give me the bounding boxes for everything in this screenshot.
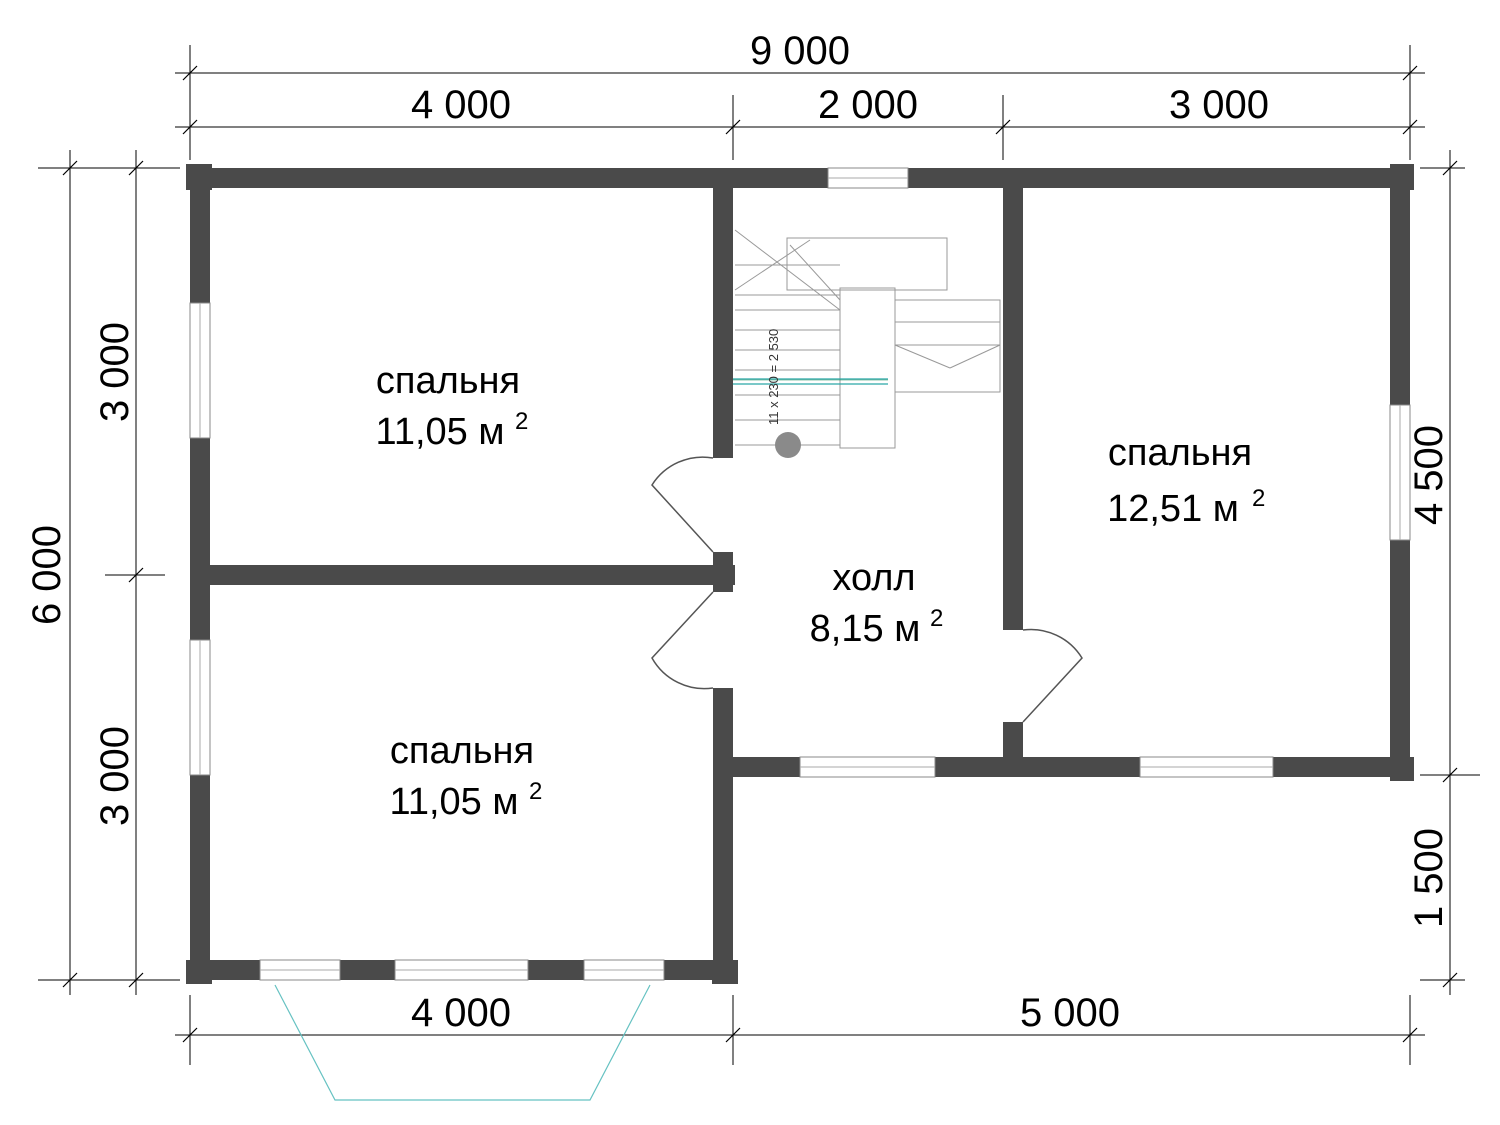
room-name: спальня bbox=[376, 360, 520, 402]
room-bedroom-top-left: спальня 11,05 м 2 bbox=[376, 360, 529, 453]
room-bedroom-right: спальня 12,51 м 2 bbox=[1107, 432, 1265, 530]
dim-top-total: 9 000 bbox=[750, 29, 850, 73]
right-dimensions: 4 500 1 500 bbox=[1407, 150, 1480, 995]
dim-left-total: 6 000 bbox=[25, 525, 69, 625]
room-area-sup: 2 bbox=[529, 778, 542, 805]
dim-left-lower: 3 000 bbox=[93, 726, 137, 826]
room-area: 12,51 м bbox=[1107, 488, 1239, 530]
room-area: 11,05 м bbox=[376, 411, 505, 453]
dim-bottom-left: 4 000 bbox=[411, 991, 511, 1035]
room-name: спальня bbox=[1108, 432, 1252, 474]
doors bbox=[651, 456, 1083, 723]
room-area: 11,05 м bbox=[390, 781, 519, 823]
door-bedroom-top-left bbox=[651, 456, 714, 553]
dim-top-mid: 2 000 bbox=[818, 83, 918, 127]
room-bedroom-bottom-left: спальня 11,05 м 2 bbox=[390, 730, 543, 823]
dim-top-right: 3 000 bbox=[1169, 83, 1269, 127]
dim-bottom-right: 5 000 bbox=[1020, 991, 1120, 1035]
dim-left-upper: 3 000 bbox=[93, 322, 137, 422]
room-area-sup: 2 bbox=[930, 605, 943, 632]
stair-note: 11 x 230 = 2 530 bbox=[766, 329, 781, 425]
stair-start-marker bbox=[775, 432, 801, 458]
top-dimensions: 9 000 4 000 2 000 3 000 bbox=[175, 29, 1425, 160]
room-area-sup: 2 bbox=[515, 408, 528, 435]
windows bbox=[189, 167, 1411, 981]
room-name: холл bbox=[832, 557, 915, 599]
dim-top-left: 4 000 bbox=[411, 83, 511, 127]
left-dimensions: 6 000 3 000 3 000 bbox=[25, 150, 180, 995]
room-area-sup: 2 bbox=[1252, 485, 1265, 512]
door-bedroom-right bbox=[1022, 628, 1083, 723]
dim-right-upper: 4 500 bbox=[1407, 425, 1451, 525]
room-name: спальня bbox=[390, 730, 534, 772]
door-bedroom-bottom-left bbox=[651, 591, 714, 690]
walls bbox=[186, 164, 1414, 984]
bottom-dimensions: 4 000 5 000 bbox=[175, 991, 1425, 1065]
porch-outline bbox=[274, 984, 651, 1101]
room-hall: холл 8,15 м 2 bbox=[810, 557, 944, 650]
staircase: 11 x 230 = 2 530 bbox=[733, 229, 1001, 458]
room-area: 8,15 м bbox=[810, 608, 921, 650]
dim-right-lower: 1 500 bbox=[1407, 828, 1451, 928]
